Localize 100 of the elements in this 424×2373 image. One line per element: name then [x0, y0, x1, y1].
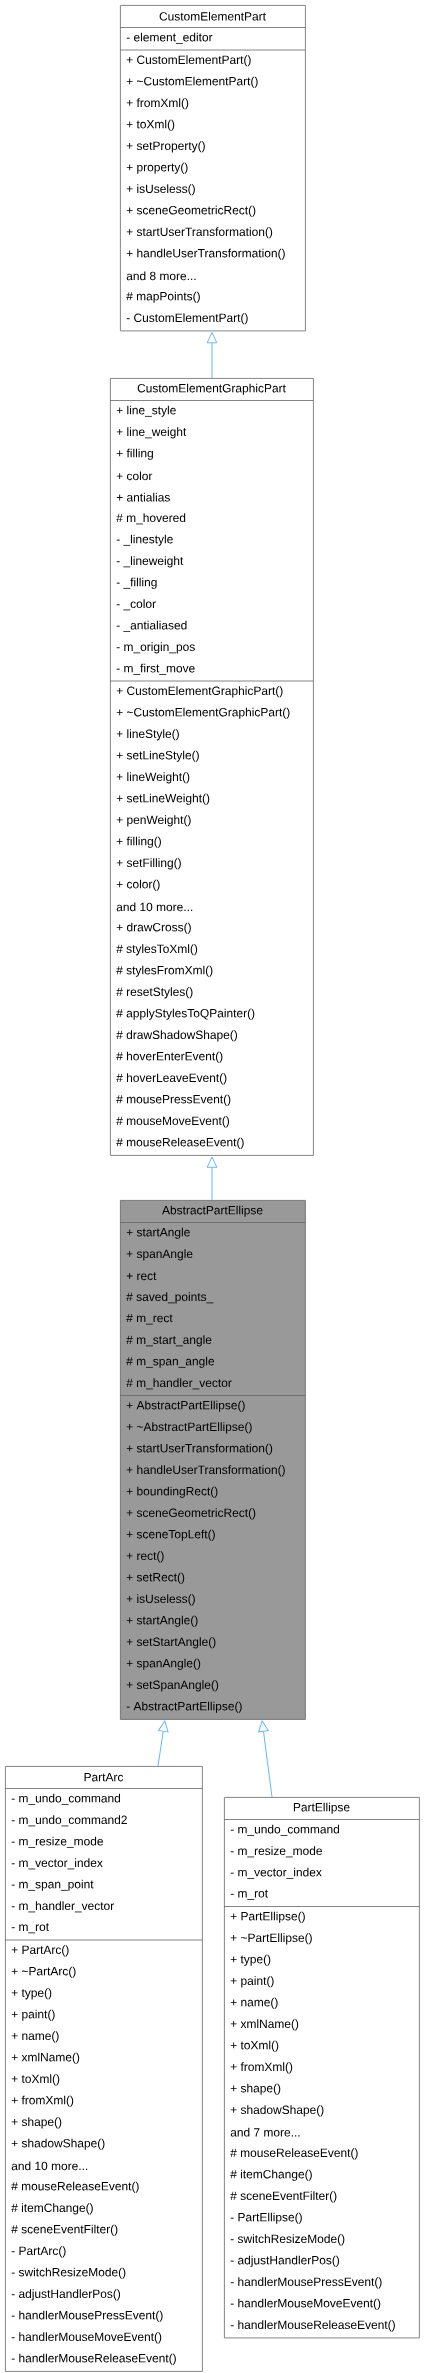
member-name: - element_editor — [126, 32, 213, 44]
member-name: - m_handler_vector — [11, 1901, 114, 1913]
member-name: # saved_points_ — [126, 1292, 214, 1304]
class-name: PartEllipse — [293, 1802, 350, 1814]
member-name: # applyStylesToQPainter() — [116, 1008, 255, 1020]
member-name: + rect — [126, 1272, 157, 1281]
member-name: - handlerMouseReleaseEvent() — [11, 2353, 176, 2365]
member-name: # m_handler_vector — [126, 1378, 232, 1390]
member-name: + ~AbstractPartEllipse() — [126, 1422, 252, 1434]
member-name: - PartArc() — [11, 2246, 66, 2258]
member-name: + isUseless() — [126, 1594, 195, 1606]
member-name: - m_rot — [11, 1923, 49, 1934]
member-name: and 8 more... — [126, 271, 196, 281]
class-box — [119, 1200, 306, 1720]
member-name: + setLineStyle() — [116, 750, 199, 762]
member-name: - m_undo_command2 — [11, 1815, 127, 1827]
member-name: + ~PartEllipse() — [230, 1933, 312, 1945]
member-name: - adjustHandlerPos() — [230, 2255, 340, 2267]
member-name: # mouseReleaseEvent() — [11, 2181, 139, 2193]
member-name: - switchResizeMode() — [11, 2267, 126, 2279]
member-name: - _lineweight — [116, 556, 184, 568]
member-name: - handlerMousePressEvent() — [11, 2310, 163, 2322]
member-name: # sceneEventFilter() — [230, 2191, 337, 2203]
member-name: + shadowShape() — [11, 2138, 105, 2150]
member-name: - handlerMouseReleaseEvent() — [230, 2320, 395, 2332]
member-name: + xmlName() — [230, 2019, 299, 2031]
member-name: + color() — [116, 879, 160, 891]
member-name: + xmlName() — [11, 2052, 80, 2064]
member-name: + fromXml() — [230, 2062, 293, 2074]
member-name: + lineStyle() — [116, 729, 179, 741]
member-name: + setRect() — [126, 1572, 185, 1584]
member-name: + filling() — [116, 836, 161, 848]
member-name: + setLineWeight() — [116, 793, 210, 805]
member-name: and 7 more... — [230, 2127, 300, 2137]
member-name: + shape() — [230, 2083, 281, 2095]
member-name: + toXml() — [230, 2040, 279, 2052]
member-name: - adjustHandlerPos() — [11, 2289, 121, 2301]
class-name: CustomElementPart — [159, 11, 266, 21]
member-name: + isUseless() — [126, 184, 195, 196]
member-name: + setStartAngle() — [126, 1637, 216, 1649]
member-name: # stylesFromXml() — [116, 965, 213, 977]
member-name: + setProperty() — [126, 141, 205, 153]
member-name: + CustomElementGraphicPart() — [116, 686, 283, 698]
class-name: PartArc — [84, 1773, 124, 1782]
member-name: + filling — [116, 448, 153, 460]
member-name: + paint() — [230, 1976, 274, 1988]
member-name: - handlerMouseMoveEvent() — [230, 2298, 381, 2310]
member-name: - PartEllipse() — [230, 2212, 302, 2224]
member-name: # mouseReleaseEvent() — [230, 2148, 358, 2160]
member-name: + spanAngle() — [126, 1658, 201, 1670]
member-name: - m_resize_mode — [230, 1846, 322, 1858]
member-name: + PartArc() — [11, 1945, 69, 1957]
member-name: + ~CustomElementPart() — [126, 76, 258, 88]
member-name: - m_vector_index — [230, 1867, 322, 1879]
member-name: - _linestyle — [116, 534, 173, 546]
member-name: # drawShadowShape() — [116, 1030, 238, 1042]
member-name: # m_span_angle — [126, 1356, 215, 1368]
member-name: + setSpanAngle() — [126, 1680, 219, 1692]
member-name: # itemChange() — [11, 2203, 93, 2215]
member-name: # m_rect — [126, 1313, 173, 1325]
member-name: - _color — [116, 599, 156, 611]
member-name: + property() — [126, 162, 188, 174]
member-name: + type() — [11, 1988, 52, 2000]
member-name: + color — [116, 471, 153, 481]
member-name: + type() — [230, 1954, 271, 1966]
member-name: + startAngle() — [126, 1615, 198, 1627]
member-name: and 10 more... — [116, 902, 193, 912]
member-name: # m_hovered — [116, 513, 186, 525]
member-name: # resetStyles() — [116, 987, 193, 999]
member-name: + line_style — [116, 405, 176, 417]
member-name: + name() — [11, 2031, 59, 2043]
member-name: + sceneTopLeft() — [126, 1529, 215, 1541]
member-name: - m_vector_index — [11, 1858, 103, 1870]
member-name: + sceneGeometricRect() — [126, 205, 256, 217]
member-name: + lineWeight() — [116, 772, 190, 784]
member-name: and 10 more... — [11, 2161, 88, 2171]
inheritance-arrow — [157, 1720, 169, 1767]
member-name: - _antialiased — [116, 620, 187, 632]
inheritance-arrow — [206, 1156, 218, 1201]
member-name: + sceneGeometricRect() — [126, 1508, 256, 1520]
member-name: + shadowShape() — [230, 2105, 324, 2117]
member-name: - m_first_move — [116, 663, 195, 675]
member-name: # mouseMoveEvent() — [116, 1116, 230, 1128]
member-name: + rect() — [126, 1551, 164, 1563]
class-name: AbstractPartEllipse — [162, 1205, 263, 1217]
member-name: # mousePressEvent() — [116, 1094, 231, 1106]
member-name: # sceneEventFilter() — [11, 2224, 118, 2236]
class-box — [119, 5, 306, 332]
member-name: # mouseReleaseEvent() — [116, 1137, 244, 1149]
member-name: - m_undo_command — [230, 1824, 340, 1836]
member-name: # m_start_angle — [126, 1335, 212, 1347]
class-box — [223, 1797, 420, 2339]
member-name: # hoverEnterEvent() — [116, 1051, 223, 1063]
member-name: - _filling — [116, 577, 157, 589]
member-name: - m_span_point — [11, 1879, 94, 1891]
member-name: + boundingRect() — [126, 1486, 218, 1498]
member-name: + startAngle — [126, 1227, 190, 1239]
member-name: + shape() — [11, 2117, 62, 2129]
member-name: # itemChange() — [230, 2169, 312, 2181]
member-name: # stylesToXml() — [116, 944, 198, 956]
